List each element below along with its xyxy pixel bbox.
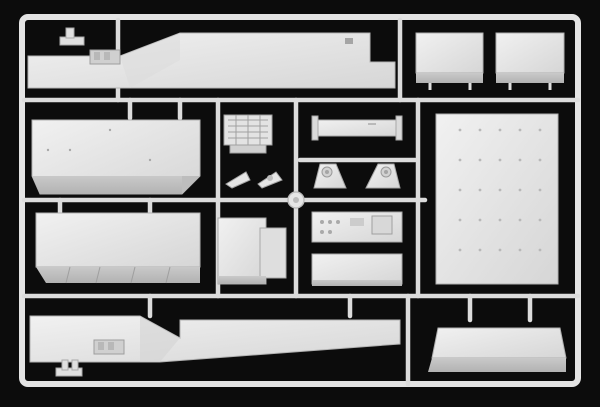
small-bracket-top-left bbox=[59, 27, 85, 46]
part-box-lower-left bbox=[35, 212, 201, 284]
part-long-hull-top bbox=[27, 32, 396, 89]
part-block-center bbox=[217, 217, 287, 285]
part-mount-right bbox=[365, 163, 401, 189]
part-clip-left bbox=[225, 171, 251, 189]
part-mount-left bbox=[313, 163, 347, 189]
part-clip-right bbox=[257, 171, 283, 189]
part-long-hull-bottom bbox=[29, 315, 401, 363]
part-box-upper-left bbox=[31, 119, 201, 195]
part-rod bbox=[311, 115, 403, 141]
part-small-panel-right bbox=[495, 32, 565, 90]
sprue-gate-center bbox=[293, 197, 299, 203]
part-control-panel bbox=[311, 211, 403, 243]
small-bracket-bottom-left bbox=[55, 359, 83, 377]
part-angled-plate-bottom-right bbox=[428, 327, 567, 372]
part-small-panel-left bbox=[415, 32, 484, 90]
part-large-panel-right bbox=[435, 113, 559, 285]
part-plate-center-lower bbox=[311, 253, 403, 286]
part-grille bbox=[223, 114, 273, 154]
